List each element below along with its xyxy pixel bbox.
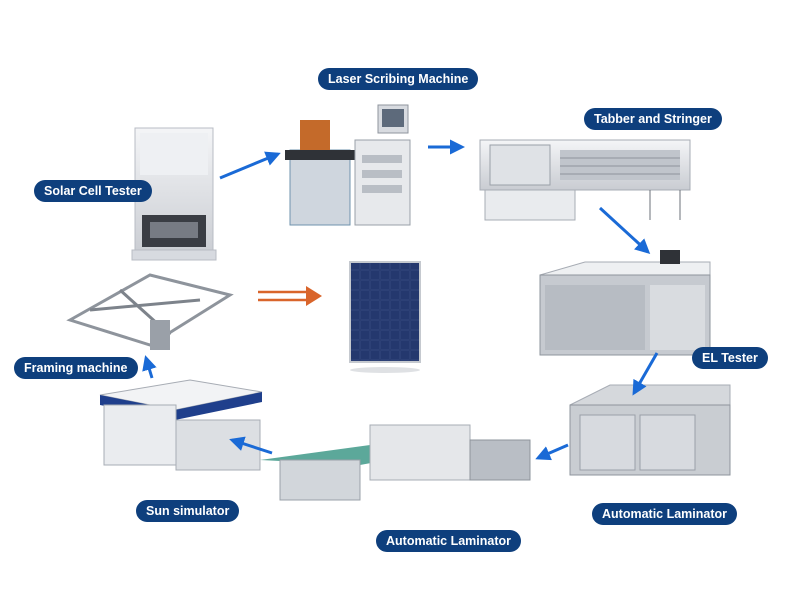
flow-arrow-7 — [142, 355, 157, 379]
solar-cell-tester-machine — [131, 127, 217, 261]
flow-arrow-3 — [598, 206, 651, 255]
step-label-solar-cell-tester: Solar Cell Tester — [34, 180, 152, 202]
step-label-el-tester: EL Tester — [692, 347, 768, 369]
step-label-automatic-laminator-right: Automatic Laminator — [592, 503, 738, 525]
laser-scribing-machine — [285, 104, 411, 226]
flow-arrow-5 — [535, 443, 569, 461]
sun-simulator-machine — [99, 379, 263, 471]
center-flow-arrow — [258, 286, 322, 306]
framing-machine — [66, 273, 234, 350]
automatic-laminator-machine-right — [569, 384, 731, 476]
step-label-sun-simulator: Sun simulator — [136, 500, 240, 522]
flow-arrows — [142, 139, 659, 461]
tabber-and-stringer-machine — [479, 139, 691, 221]
flow-arrow-4 — [632, 352, 659, 396]
flow-arrow-6 — [229, 436, 273, 455]
el-tester-machine — [539, 250, 711, 356]
solar-panel — [349, 261, 421, 373]
step-label-tabber-and-stringer: Tabber and Stringer — [584, 108, 722, 130]
step-label-framing-machine: Framing machine — [14, 357, 138, 379]
step-label-laser-scribing-machine: Laser Scribing Machine — [318, 68, 479, 90]
automatic-laminator-machine-middle — [260, 424, 531, 501]
step-label-automatic-laminator-middle: Automatic Laminator — [376, 530, 522, 552]
flow-arrow-1 — [219, 151, 281, 180]
